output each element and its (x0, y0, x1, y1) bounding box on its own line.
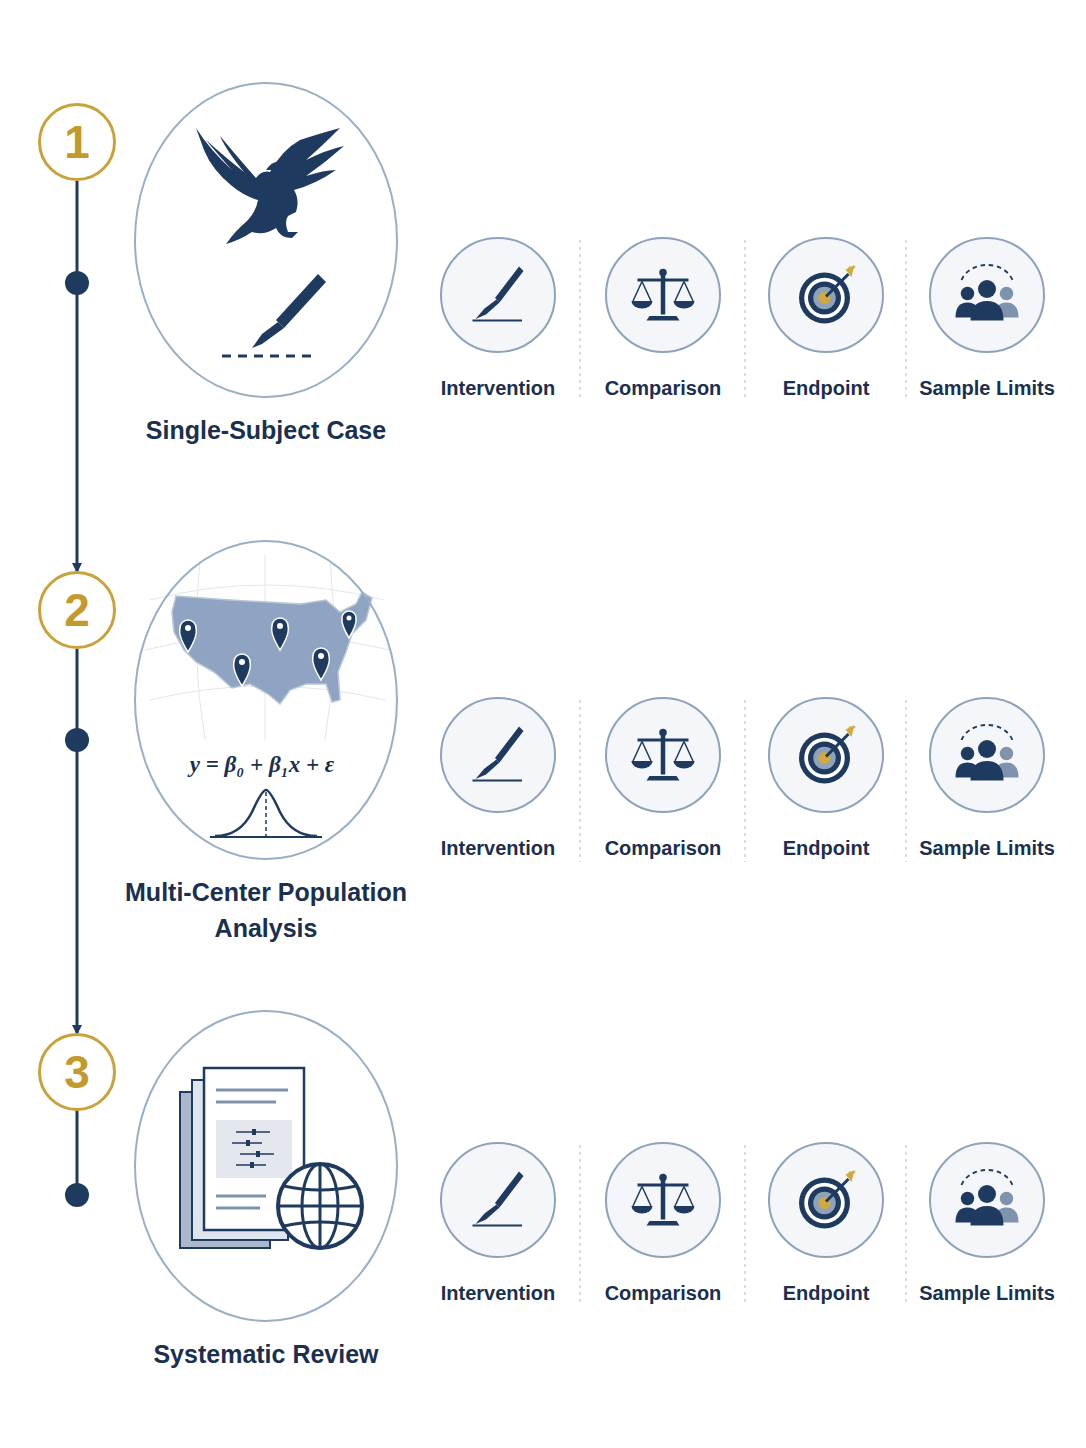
criterion-icon-circle: Intervention (440, 1142, 556, 1258)
criterion-icon-circle: Comparison (605, 237, 721, 353)
criterion-label: Intervention (441, 1282, 555, 1305)
criterion-icon-circle: Sample Limits (929, 237, 1045, 353)
study-type-label: Multi-Center Population Analysis (116, 874, 416, 947)
timeline-arrow (76, 649, 79, 1033)
regression-equation: y = β₀ + β₁x + ε (190, 752, 335, 778)
criterion-label: Intervention (441, 837, 555, 860)
timeline-arrow (76, 181, 79, 571)
criterion-label: Sample Limits (919, 1282, 1055, 1305)
criterion-label: Endpoint (783, 377, 870, 400)
step-number-circle: 1 (38, 103, 116, 181)
criterion-label: Comparison (605, 837, 722, 860)
study-type-label: Single-Subject Case (116, 412, 416, 448)
study-type-circle: Multi-Center Population Analysis (134, 540, 398, 860)
study-type-label: Systematic Review (116, 1336, 416, 1372)
study-type-circle: Single-Subject Case (134, 82, 398, 398)
criterion-label: Comparison (605, 377, 722, 400)
criterion-label: Sample Limits (919, 837, 1055, 860)
criterion-icon-circle: Comparison (605, 1142, 721, 1258)
criterion-icon-circle: Endpoint (768, 237, 884, 353)
criterion-icon-circle: Comparison (605, 697, 721, 813)
criterion-icon-circle: Endpoint (768, 1142, 884, 1258)
study-type-circle: Systematic Review (134, 1010, 398, 1322)
criterion-label: Endpoint (783, 837, 870, 860)
step-number: 2 (64, 583, 90, 637)
criterion-icon-circle: Intervention (440, 697, 556, 813)
step-number-circle: 3 (38, 1033, 116, 1111)
criterion-icon-circle: Sample Limits (929, 1142, 1045, 1258)
step-number: 3 (64, 1045, 90, 1099)
criterion-icon-circle: Sample Limits (929, 697, 1045, 813)
criterion-icon-circle: Intervention (440, 237, 556, 353)
criterion-label: Sample Limits (919, 377, 1055, 400)
criterion-label: Intervention (441, 377, 555, 400)
step-number: 1 (64, 115, 90, 169)
criterion-icon-circle: Endpoint (768, 697, 884, 813)
step-number-circle: 2 (38, 571, 116, 649)
criterion-label: Comparison (605, 1282, 722, 1305)
criterion-label: Endpoint (783, 1282, 870, 1305)
